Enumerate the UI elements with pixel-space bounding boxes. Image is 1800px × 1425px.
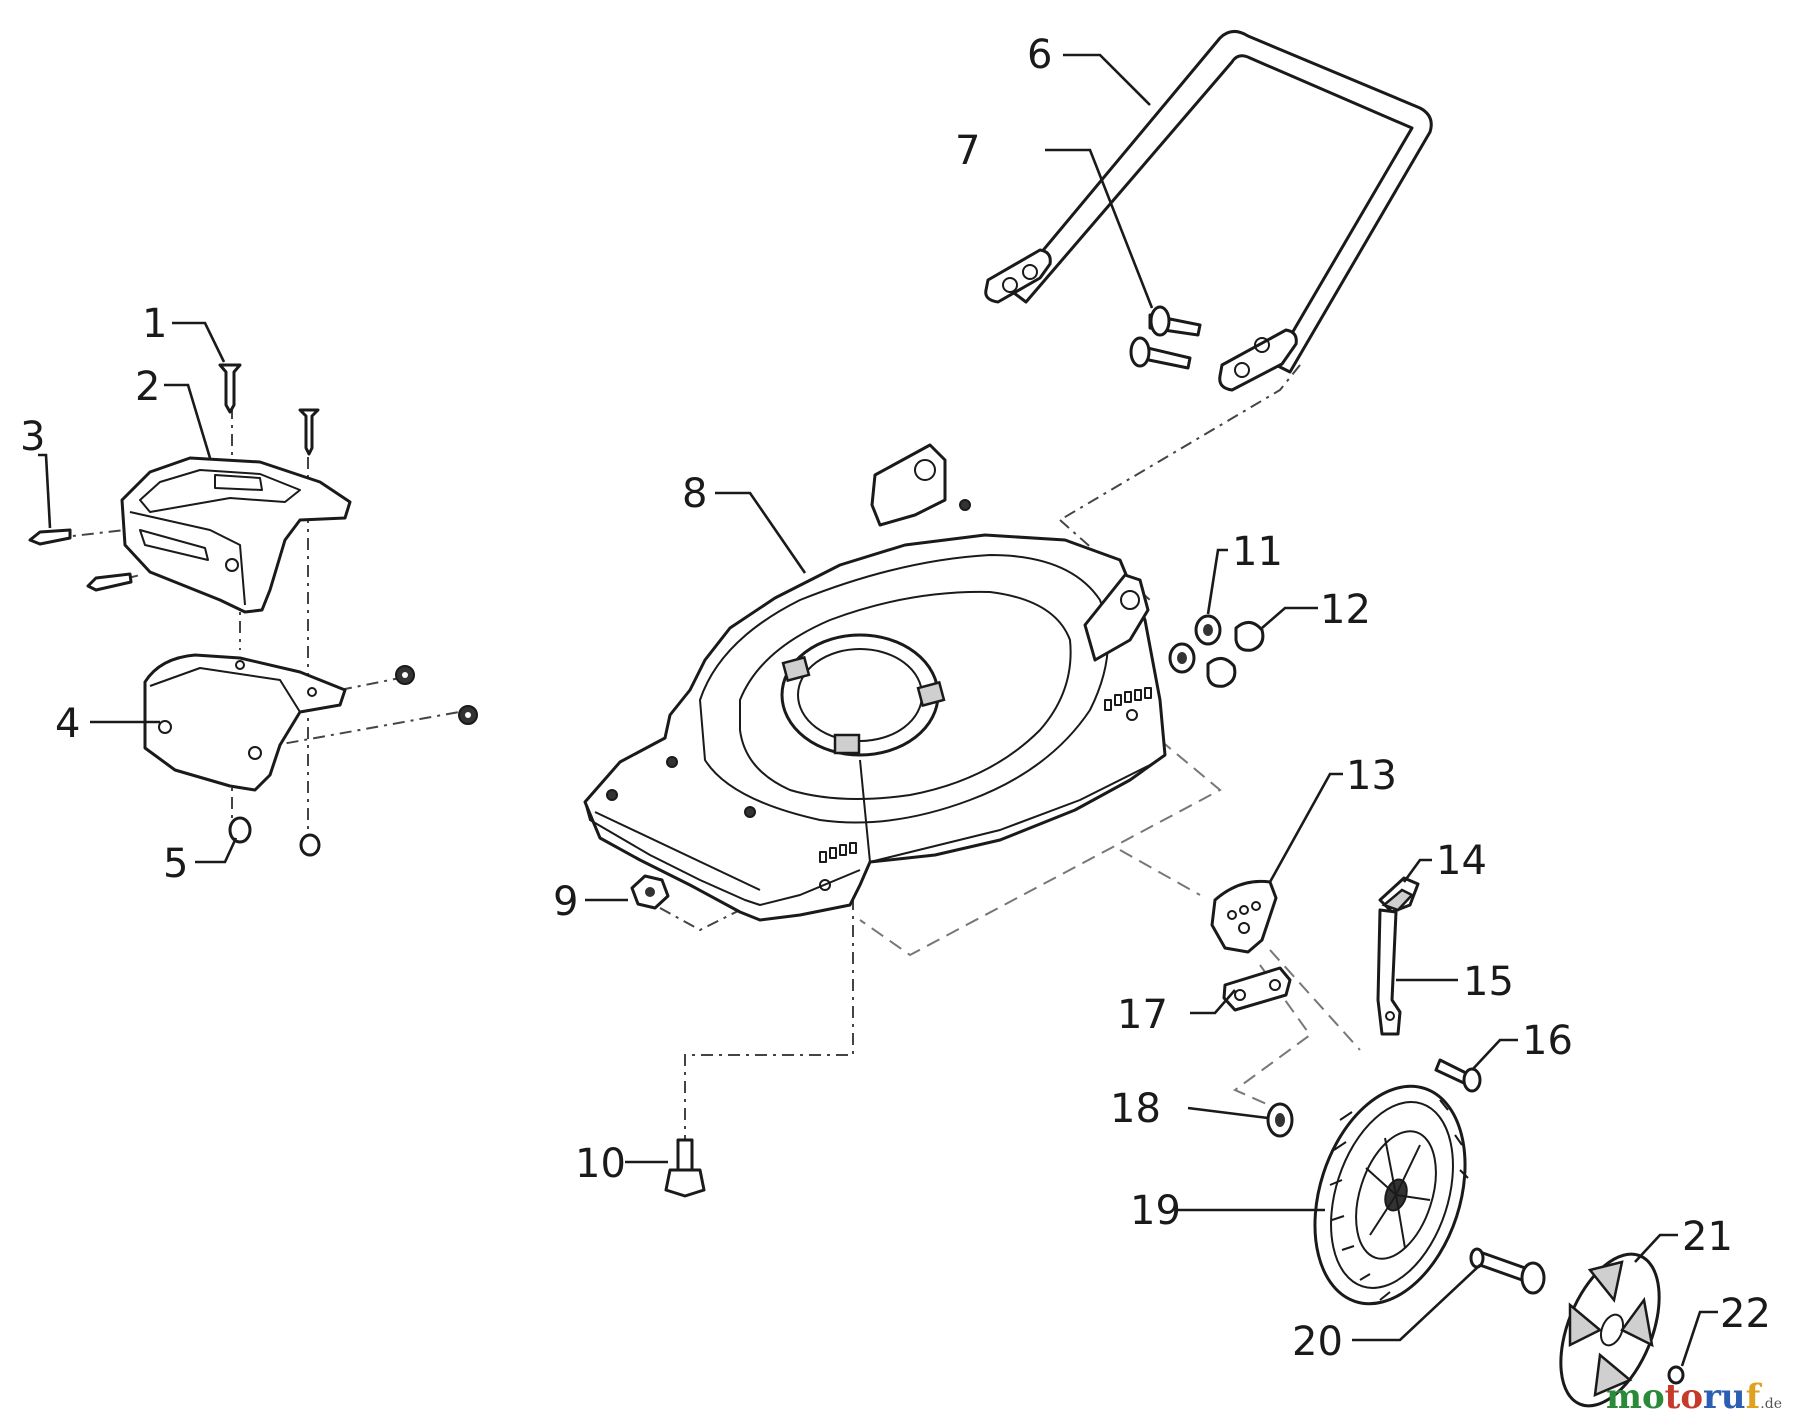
label-13: 13: [1346, 753, 1397, 799]
height-lever: [1376, 876, 1420, 1036]
part-labels: 1 2 3 4 5 6 7 8 9 10 11 12 13 14 15 16 1…: [20, 32, 1771, 1365]
washers-cap-nuts: [1168, 614, 1265, 688]
lever-bolt: [1434, 1058, 1482, 1093]
label-15: 15: [1463, 959, 1514, 1005]
label-8: 8: [682, 471, 707, 517]
label-11: 11: [1232, 529, 1283, 575]
lower-bracket: [143, 653, 347, 792]
retaining-clip: [1667, 1365, 1685, 1385]
deck-bolt: [664, 1138, 706, 1198]
label-16: 16: [1522, 1018, 1573, 1064]
label-3: 3: [20, 414, 45, 460]
label-9: 9: [553, 879, 578, 925]
label-22: 22: [1720, 1291, 1771, 1337]
label-18: 18: [1110, 1086, 1161, 1132]
label-7: 7: [955, 128, 980, 174]
label-4: 4: [55, 701, 80, 747]
label-14: 14: [1436, 838, 1487, 884]
label-12: 12: [1320, 587, 1371, 633]
small-nuts: [228, 665, 478, 857]
upper-bracket: [120, 456, 352, 614]
label-2: 2: [135, 364, 160, 410]
wheel: [1313, 1084, 1469, 1306]
label-10: 10: [575, 1141, 626, 1187]
height-adjuster-plate: [1210, 879, 1278, 954]
label-20: 20: [1292, 1319, 1343, 1365]
screws: [28, 363, 320, 592]
label-1: 1: [142, 301, 167, 347]
handle-bolts: [1129, 305, 1202, 370]
handle-bar: [984, 30, 1433, 392]
axle-bolt: [1469, 1247, 1546, 1295]
height-adjust-slots-rear: [1104, 687, 1152, 721]
spacer-plate: [1222, 966, 1292, 1012]
label-19: 19: [1130, 1188, 1181, 1234]
hex-nut: [630, 874, 670, 910]
leader-lines: [38, 53, 1718, 1367]
mower-deck: [583, 443, 1167, 922]
label-5: 5: [163, 841, 188, 887]
label-6: 6: [1027, 32, 1052, 78]
watermark-logo: motoruf.de: [1605, 1377, 1782, 1417]
label-21: 21: [1682, 1214, 1733, 1260]
height-adjust-slots-front: [819, 842, 857, 891]
wheel-bushing: [1266, 1102, 1294, 1138]
label-17: 17: [1117, 992, 1168, 1038]
